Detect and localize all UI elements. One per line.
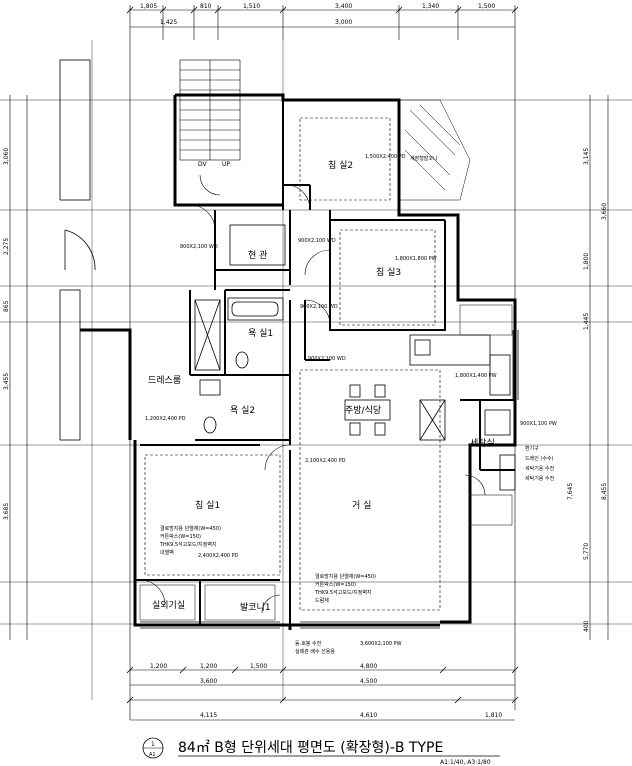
spec-6: 800X2,100 WD [180, 244, 218, 250]
room-bedroom2: 침 실2 [328, 160, 353, 171]
kitchen-fixtures [409, 334, 516, 491]
stair [179, 59, 241, 161]
dim-right-7: 3,660 [601, 203, 608, 220]
doors [139, 174, 486, 614]
dim-bottom-6: 4,500 [360, 678, 377, 685]
opening-specs: 1,500X2,400 PD 1,800X1,800 PW 1,200X2,40… [145, 154, 557, 647]
interior-walls [135, 100, 515, 625]
room-dress: 드레스룸 [148, 375, 181, 386]
stair-down-label: DV [198, 161, 208, 168]
room-kitchen: 주방/식당 [345, 405, 381, 416]
spec-10: 900X1,100 PW [520, 421, 557, 427]
room-storage: 세탁실 [470, 437, 495, 449]
room-utility: 실외기실 [152, 599, 185, 611]
dim-top-8: 3,000 [335, 19, 352, 26]
dim-right-5: 7,645 [567, 483, 574, 500]
neighbor-unit [59, 59, 96, 441]
right-note-4: 세탁기용 수전 [525, 475, 555, 482]
drawing-scale: A1:1/40, A3:1/80 [440, 759, 491, 766]
dim-bottom-5: 3,600 [200, 678, 217, 685]
spec-7: 900X2,100 WD [308, 356, 346, 362]
room-bath2: 욕 실2 [230, 405, 255, 416]
wall-note-2b: 커튼박스(W=150) [315, 581, 356, 588]
spec-3: 1,200X2,400 PD [145, 416, 186, 422]
dim-left-2: 2,275 [3, 238, 10, 255]
dim-left-4: 3,455 [3, 373, 10, 390]
wall-note-2d: 드럼재 [315, 597, 329, 604]
dim-right-3: 1,445 [583, 313, 590, 330]
dim-top-7: 1,425 [160, 19, 177, 26]
dim-top-6: 1,500 [478, 3, 495, 10]
spec-2: 1,800X1,800 PW [395, 256, 437, 262]
top-dimension-labels: 1,805 810 1,510 3,400 1,340 1,500 1,425 … [140, 3, 495, 26]
right-note-3: 세탁기용 수전 [525, 465, 555, 472]
spec-11: 2,400X2,400 PD [198, 553, 239, 559]
dim-top-1: 1,805 [140, 3, 157, 10]
room-bedroom3: 침 실3 [376, 267, 401, 278]
room-balcony1: 발코니1 [240, 602, 271, 613]
dimension-ticks [126, 6, 519, 704]
section-sub: A1 [149, 752, 156, 758]
dim-bottom-7: 4,115 [200, 712, 217, 719]
right-dimension-labels: 3,145 1,800 1,445 5,770 7,645 400 3,660 … [567, 148, 608, 632]
bath-fixtures [194, 224, 286, 434]
dim-bottom-4: 4,800 [360, 663, 377, 670]
bottom-note-2: 실례관 배수 선용용 [295, 648, 335, 655]
wall-notes-living: 결로방지용 단열재(W=450) 커튼박스(W=150) THK9.5석고보드/… [314, 573, 376, 604]
dashed-room-outlines [144, 117, 441, 611]
wall-note-2a: 결로방지용 단열재(W=450) [315, 573, 376, 580]
dim-bottom-3: 1,500 [250, 663, 267, 670]
room-labels: 침 실2 침 실3 침 실1 거 실 주방/식당 드레스룸 욕 실1 욕 실2 … [148, 155, 495, 613]
dim-bottom-8: 4,610 [360, 712, 377, 719]
bottom-dimension-labels: 1,200 1,200 1,500 4,800 3,600 4,500 4,11… [150, 663, 502, 719]
right-notes: 환기구 드레인 (수수) 세탁기용 수전 세탁기용 수전 [525, 445, 555, 482]
dining-table [344, 384, 391, 436]
title-block: 1 A1 84㎡ B형 단위세대 평면도 (확장형)-B TYPE A1:1/4… [142, 737, 500, 766]
stair-up-label: UP [222, 161, 230, 168]
drawing-title: 84㎡ B형 단위세대 평면도 (확장형)-B TYPE [178, 740, 443, 756]
spec-4: 900X2,100 WD [298, 238, 336, 244]
dim-right-1: 3,145 [583, 148, 590, 165]
wall-note-1d: 내열벽 [160, 549, 174, 556]
dim-top-5: 1,340 [422, 3, 439, 10]
wall-note-1a: 결로방지용 단열재(W=450) [160, 525, 221, 532]
dimension-lines [0, 5, 632, 721]
room-bedroom1: 침 실1 [195, 500, 220, 511]
dim-right-8: 8,455 [601, 483, 608, 500]
dim-left-3: 865 [3, 300, 10, 312]
dim-bottom-1: 1,200 [150, 663, 167, 670]
section-mark: 1 [151, 741, 155, 748]
room-living: 거 실 [352, 500, 371, 511]
left-dimension-labels: 3,060 2,275 865 3,455 3,685 [3, 148, 10, 520]
dim-bottom-9: 1,810 [485, 712, 502, 719]
dim-top-4: 3,400 [335, 3, 352, 10]
dim-top-3: 1,510 [243, 3, 260, 10]
spec-1: 1,500X2,400 PD [365, 154, 406, 160]
spec-8: 1,800X1,400 PW [455, 373, 497, 379]
right-note-1: 환기구 [525, 445, 539, 452]
dim-top-2: 810 [200, 3, 212, 10]
wall-note-2c: THK9.5석고보드/지정벽지 [314, 589, 372, 596]
bottom-notes: 동.호봉 수전 실례관 배수 선용용 [295, 640, 335, 655]
bottom-note-1: 동.호봉 수전 [295, 640, 322, 647]
spec-12: 3,600X2,100 PW [360, 641, 402, 647]
room-bath1: 욕 실1 [248, 328, 273, 339]
windows [140, 330, 519, 629]
dim-left-1: 3,060 [3, 148, 10, 165]
dim-left-5: 3,685 [3, 503, 10, 520]
exterior-walls [80, 93, 517, 630]
dim-bottom-2: 1,200 [200, 663, 217, 670]
dim-right-2: 1,800 [583, 253, 590, 270]
dim-right-6: 400 [583, 620, 590, 632]
spec-9: 2,100X2,400 PD [305, 458, 346, 464]
dim-right-4: 5,770 [583, 543, 590, 560]
spec-5: 900X2,100 WD [300, 304, 338, 310]
room-pantry: 계장형발코니 [410, 155, 438, 162]
wall-notes-bedroom: 결로방지용 단열재(W=450) 커튼박스(W=150) THK9.5석고보드/… [159, 525, 221, 556]
right-note-2: 드레인 (수수) [525, 455, 554, 462]
wall-note-1b: 커튼박스(W=150) [160, 533, 201, 540]
room-hall: 현 관 [248, 250, 267, 261]
wall-note-1c: THK9.5석고보드/지정벽지 [159, 541, 217, 548]
